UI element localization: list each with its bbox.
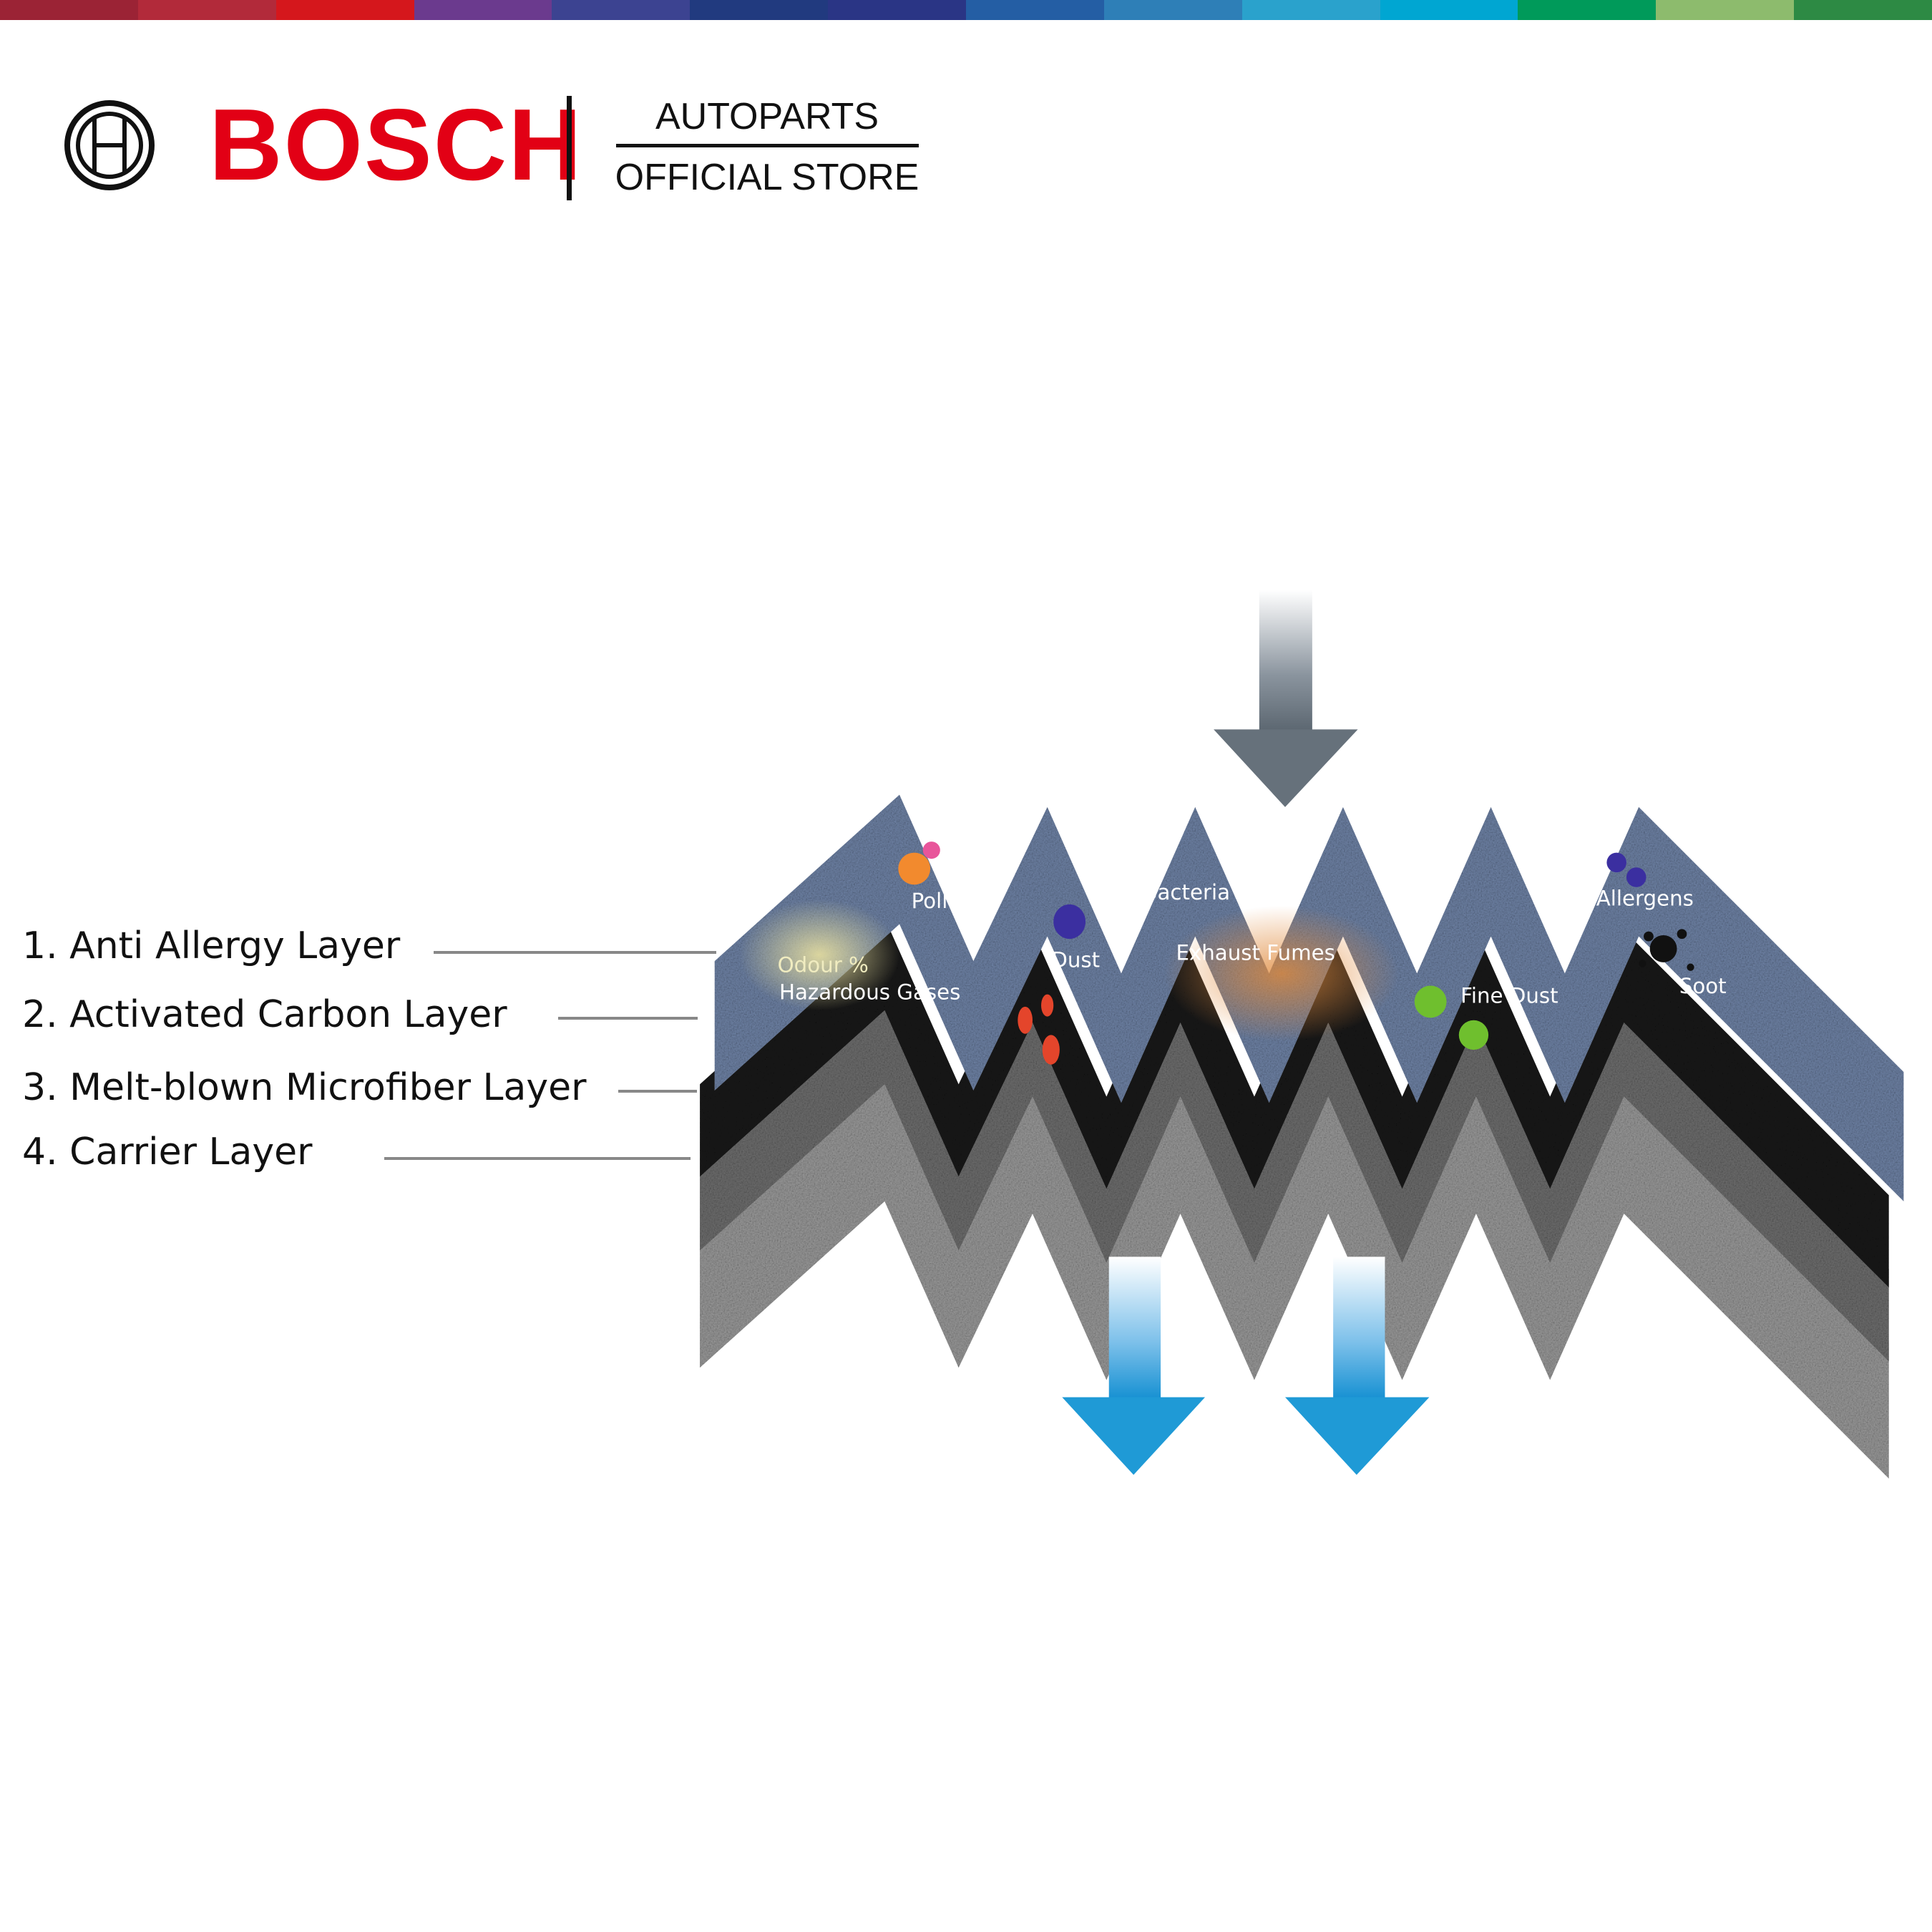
- color-bar-segment: [414, 0, 552, 20]
- particle-label-exhaust-fumes: Exhaust Fumes: [1176, 940, 1335, 965]
- incoming-air-arrow-icon: [1214, 590, 1358, 807]
- color-bar-segment: [1794, 0, 1932, 20]
- color-bar-segment: [275, 0, 414, 20]
- store-line-2: OFFICIAL STORE: [615, 157, 919, 198]
- dust-particle-icon: [1053, 904, 1086, 940]
- brand-color-bar: [0, 0, 1932, 20]
- color-bar-segment: [690, 0, 829, 20]
- store-underline: [616, 144, 919, 147]
- layer-label-anti-allergy: 1. Anti Allergy Layer: [22, 924, 401, 967]
- color-bar-segment: [137, 0, 276, 20]
- color-bar-segment: [966, 0, 1104, 20]
- soot-particle-icon: [1639, 929, 1694, 971]
- odour-cloud: [739, 899, 900, 1010]
- color-bar-segment: [1241, 0, 1380, 20]
- particle-label-fine-dust: Fine Dust: [1460, 984, 1558, 1008]
- fine-dust-particle-icon: [1414, 985, 1447, 1018]
- particle-label-odour: Odour %: [778, 953, 869, 977]
- particle-label-soot: Soot: [1679, 974, 1727, 998]
- bosch-armature-logo-icon: [64, 100, 155, 190]
- layer-label-carrier: 4. Carrier Layer: [22, 1131, 313, 1174]
- particle-label-pollen: Pollen: [912, 889, 974, 913]
- particle-label-bacteria: Bacteria: [1143, 880, 1230, 904]
- color-bar-segment: [552, 0, 691, 20]
- particle-label-dust: Dust: [1051, 948, 1100, 972]
- leader-line-4: [384, 1157, 691, 1160]
- allergen-particle-icon: [1606, 852, 1646, 887]
- bosch-wordmark: BOSCH: [209, 88, 583, 202]
- color-bar-segment: [1103, 0, 1242, 20]
- header-divider: [567, 96, 572, 200]
- leader-line-2: [558, 1017, 698, 1020]
- layer-label-melt-blown: 3. Melt-blown Microfiber Layer: [22, 1066, 587, 1109]
- color-bar-segment: [0, 0, 138, 20]
- clean-air-arrow-right-icon: [1284, 1257, 1430, 1475]
- leader-line-3: [618, 1090, 697, 1093]
- pollen-particle-icon: [898, 852, 931, 885]
- color-bar-segment: [1518, 0, 1657, 20]
- clean-air-arrow-left-icon: [1062, 1257, 1206, 1475]
- color-bar-segment: [1380, 0, 1518, 20]
- color-bar-segment: [828, 0, 967, 20]
- color-bar-segment: [1656, 0, 1795, 20]
- store-line-1: AUTOPARTS: [655, 96, 879, 137]
- particle-label-allergens: Allergens: [1596, 887, 1694, 911]
- red-particles-icon: [1018, 994, 1060, 1065]
- particle-label-hazardous-gases: Hazardous Gases: [779, 980, 960, 1004]
- leader-line-1: [434, 951, 716, 954]
- exhaust-fumes-cloud: [1164, 905, 1399, 1042]
- layer-label-activated-carbon: 2. Activated Carbon Layer: [22, 993, 507, 1036]
